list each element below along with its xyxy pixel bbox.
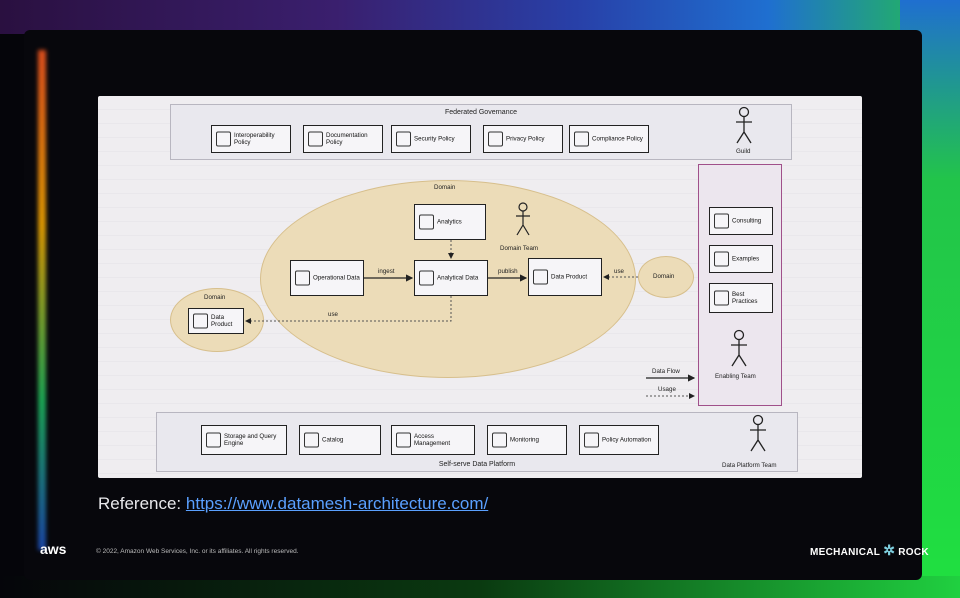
notepad-icon: [714, 251, 729, 267]
best-practices-card: Best Practices: [709, 283, 773, 313]
policy-label: Compliance Policy: [592, 135, 643, 143]
compliance-icon: [574, 131, 589, 147]
domain-left-label: Domain: [204, 294, 226, 301]
copyright-text: © 2022, Amazon Web Services, Inc. or its…: [96, 548, 299, 555]
governance-title: Federated Governance: [445, 109, 517, 116]
left-data-product-label: Data Product: [211, 313, 233, 328]
policy-card-interoperability: Interoperability Policy: [211, 125, 291, 153]
legend-usage: Usage: [658, 386, 676, 393]
architecture-slide: Federated Governance Interoperability Po…: [98, 96, 862, 478]
key-icon: [396, 432, 411, 448]
policy-label: Interoperability Policy: [234, 131, 275, 146]
domain-right-ellipse: [638, 256, 694, 298]
guild-label: Guild: [736, 148, 751, 155]
platform-team-label: Data Platform Team: [722, 462, 777, 469]
policy-label: Security Policy: [414, 135, 455, 143]
service-card-policy-automation: Policy Automation: [579, 425, 659, 455]
monitor-icon: [492, 432, 507, 448]
service-label: Catalog: [322, 436, 344, 444]
service-label: Policy Automation: [602, 436, 652, 444]
stage-glow-bottom: [0, 576, 960, 598]
service-label: Access Management: [414, 432, 451, 447]
enabling-team-label: Enabling Team: [715, 373, 756, 380]
operational-data-label: Operational Data: [313, 274, 360, 282]
analytics-label: Analytics: [437, 218, 462, 226]
service-label: Monitoring: [510, 436, 539, 444]
thumbs-up-icon: [714, 290, 729, 306]
publish-label: publish: [498, 268, 518, 275]
policy-card-documentation: Documentation Policy: [303, 125, 383, 153]
use-right-label: use: [614, 268, 624, 275]
shield-gear-icon: [584, 432, 599, 448]
diagram-connectors: [245, 240, 696, 399]
privacy-lock-icon: [488, 131, 503, 147]
chart-icon: [419, 214, 434, 230]
stage-glow-left: [38, 50, 46, 550]
cube-icon: [193, 313, 208, 329]
guild-person-icon: [736, 106, 752, 144]
service-card-storage: Storage and Query Engine: [201, 425, 287, 455]
storage-icon: [206, 432, 221, 448]
database-icon: [295, 270, 310, 286]
platform-team-person-icon: [750, 414, 766, 452]
aws-logo: aws: [40, 541, 67, 557]
rock-mark-icon: ✲: [883, 542, 896, 558]
service-card-access: Access Management: [391, 425, 475, 455]
analytics-card: Analytics: [414, 204, 486, 240]
domain-main-label: Domain: [434, 184, 456, 191]
governance-band: Federated Governance Interoperability Po…: [170, 104, 792, 160]
domain-team-label: Domain Team: [500, 245, 539, 252]
legend-data-flow: Data Flow: [652, 368, 680, 375]
ingest-label: ingest: [378, 268, 395, 275]
policy-label: Documentation Policy: [326, 131, 368, 146]
reference-line: Reference: https://www.datamesh-architec…: [98, 494, 488, 514]
catalog-icon: [304, 432, 319, 448]
examples-card: Examples: [709, 245, 773, 273]
lock-icon: [396, 131, 411, 147]
policy-card-compliance: Compliance Policy: [569, 125, 649, 153]
grid-icon: [216, 131, 231, 147]
policy-card-security: Security Policy: [391, 125, 471, 153]
data-product-card: Data Product: [528, 258, 602, 296]
service-card-monitoring: Monitoring: [487, 425, 567, 455]
mechanical-rock-logo: MECHANICAL✲ROCK: [810, 542, 929, 559]
operational-data-card: Operational Data: [290, 260, 364, 296]
policy-card-privacy: Privacy Policy: [483, 125, 563, 153]
examples-label: Examples: [732, 255, 760, 263]
analytical-data-card: Analytical Data: [414, 260, 488, 296]
cube-icon: [533, 269, 548, 285]
people-icon: [714, 213, 729, 229]
service-label: Storage and Query Engine: [224, 432, 277, 447]
left-data-product-card: Data Product: [188, 308, 244, 334]
consulting-label: Consulting: [732, 217, 762, 225]
platform-band: Storage and Query Engine Catalog Access …: [156, 412, 798, 472]
document-icon: [308, 131, 323, 147]
brand-right-text: ROCK: [898, 547, 929, 558]
policy-label: Privacy Policy: [506, 135, 545, 143]
domain-right-label: Domain: [653, 273, 675, 280]
consulting-card: Consulting: [709, 207, 773, 235]
service-card-catalog: Catalog: [299, 425, 381, 455]
database-search-icon: [419, 270, 434, 286]
stage-glow-top: [0, 0, 960, 34]
enabling-team-person-icon: [731, 329, 747, 367]
enabling-panel: Consulting Examples Best Practices Enabl…: [698, 164, 782, 406]
analytical-data-label: Analytical Data: [437, 274, 479, 282]
best-practices-label: Best Practices: [732, 290, 758, 305]
reference-link[interactable]: https://www.datamesh-architecture.com/: [185, 494, 489, 513]
data-product-label: Data Product: [551, 273, 588, 281]
brand-left-text: MECHANICAL: [810, 547, 881, 558]
platform-title: Self-serve Data Platform: [438, 461, 516, 468]
reference-label: Reference:: [98, 494, 182, 513]
use-left-label: use: [328, 311, 338, 318]
domain-team-person-icon: [516, 202, 530, 236]
